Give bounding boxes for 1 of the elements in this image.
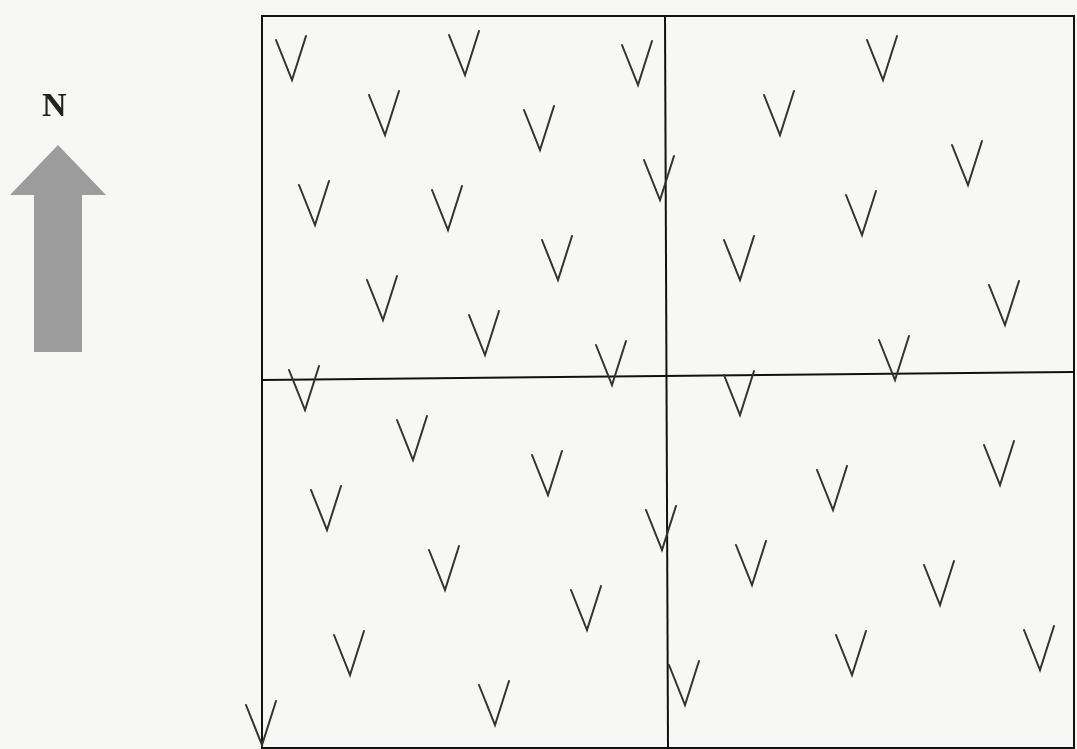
north-label: N <box>42 88 67 122</box>
